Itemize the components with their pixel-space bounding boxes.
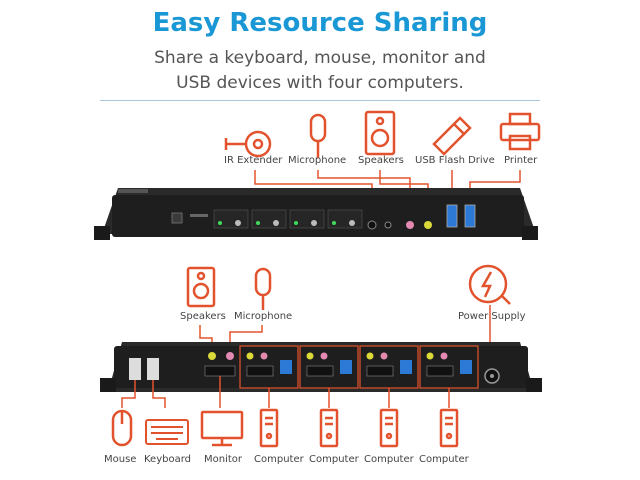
printer-icon bbox=[499, 112, 541, 151]
mouse-icon bbox=[111, 409, 133, 447]
ir-extender-icon bbox=[224, 130, 272, 158]
label-keyboard: Keyboard bbox=[144, 454, 192, 465]
label-mouse: Mouse bbox=[104, 454, 137, 465]
computer-icon bbox=[439, 408, 459, 448]
headline: Easy Resource Sharing bbox=[152, 8, 488, 38]
label-microphone-rear: Microphone bbox=[234, 311, 293, 322]
usb-flash-drive-icon bbox=[432, 116, 472, 156]
microphone-icon bbox=[309, 113, 327, 158]
computer-icon bbox=[259, 408, 279, 448]
computer-icon bbox=[319, 408, 339, 448]
label-monitor: Monitor bbox=[204, 454, 243, 465]
label-speakers-front: Speakers bbox=[358, 155, 404, 166]
speakers-icon bbox=[364, 110, 396, 156]
kvm-rear-panel bbox=[100, 342, 542, 392]
power-supply-icon bbox=[468, 264, 511, 305]
subheadline-line-2: USB devices with four computers. bbox=[176, 73, 464, 93]
keyboard-icon bbox=[145, 419, 189, 445]
computer-icon bbox=[379, 408, 399, 448]
label-speakers-rear: Speakers bbox=[180, 311, 226, 322]
label-microphone-front: Microphone bbox=[288, 155, 347, 166]
label-computer-2: Computer bbox=[309, 454, 359, 465]
label-printer: Printer bbox=[504, 155, 538, 166]
subheadline-line-1: Share a keyboard, mouse, monitor and bbox=[154, 48, 486, 68]
label-computer-3: Computer bbox=[364, 454, 414, 465]
divider bbox=[100, 100, 540, 101]
kvm-front-panel bbox=[94, 188, 538, 240]
label-usb-flash-drive: USB Flash Drive bbox=[415, 155, 495, 166]
speakers-icon bbox=[186, 266, 216, 308]
rear-bottom-connector-lines bbox=[121, 376, 450, 408]
label-computer-1: Computer bbox=[254, 454, 304, 465]
microphone-icon bbox=[254, 267, 272, 310]
label-computer-4: Computer bbox=[419, 454, 469, 465]
monitor-icon bbox=[200, 410, 244, 447]
subheadline: Share a keyboard, mouse, monitor and USB… bbox=[0, 46, 640, 96]
label-ir-extender: IR Extender bbox=[224, 155, 283, 166]
label-power-supply: Power Supply bbox=[458, 311, 526, 322]
